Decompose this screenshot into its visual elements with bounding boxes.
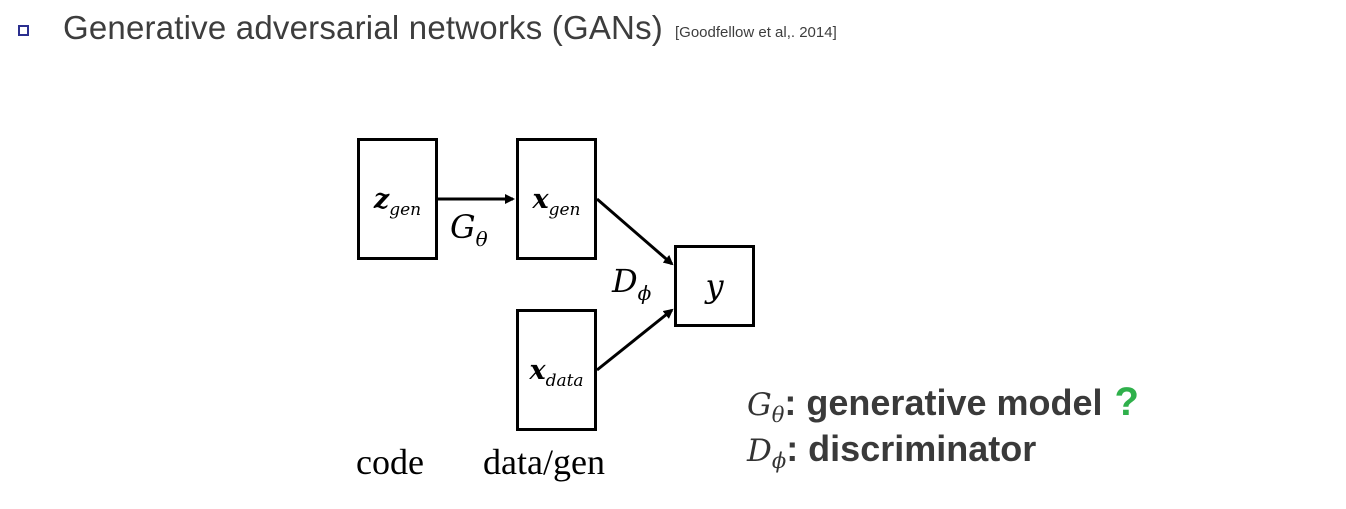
x-data-label: xdata <box>529 354 584 391</box>
y-box: y <box>674 245 755 327</box>
legend-discriminator: Dϕ : discriminator <box>747 428 1036 473</box>
x-gen-box: xgen <box>516 138 597 260</box>
y-label: y <box>705 267 724 305</box>
question-mark: ? <box>1114 380 1139 424</box>
citation: [Goodfellow et al,. 2014] <box>674 23 837 41</box>
legend-generative: Gθ : generative model ? <box>747 380 1139 427</box>
g-theta-label: Gθ <box>450 208 488 251</box>
z-gen-label: zgen <box>373 183 422 220</box>
d-phi-label: Dϕ <box>612 262 652 305</box>
slide-title: Generative adversarial networks (GANs) <box>63 9 663 46</box>
slide-header: Generative adversarial networks (GANs) [… <box>18 6 837 50</box>
bullet-square-icon <box>18 24 29 36</box>
xgen-to-y-arrow <box>596 197 674 266</box>
legend-g-symbol: Gθ <box>747 387 785 428</box>
z-gen-box: zgen <box>357 138 438 260</box>
data-gen-label: data/gen <box>483 442 605 482</box>
xdata-to-y-arrow <box>596 308 674 372</box>
legend-d-symbol: Dϕ <box>747 433 787 474</box>
x-data-box: xdata <box>516 309 597 431</box>
x-gen-label: xgen <box>532 183 581 220</box>
legend-d-text: : discriminator <box>786 428 1037 469</box>
legend-g-text: : generative model <box>784 382 1103 423</box>
code-label: code <box>356 442 424 482</box>
